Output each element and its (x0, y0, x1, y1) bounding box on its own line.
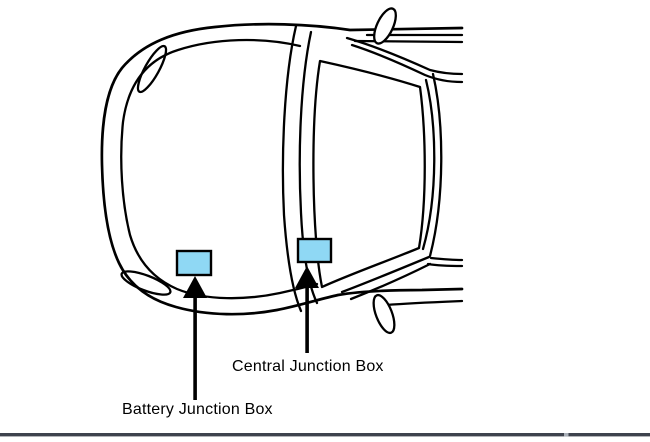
central-arrow-head (295, 266, 319, 288)
battery-arrow-head (183, 276, 207, 298)
central-junction-box-label: Central Junction Box (232, 358, 384, 375)
headlight-right-outline (120, 270, 172, 296)
cowl-line-lower (349, 262, 432, 301)
bottom-divider-handle (564, 433, 569, 437)
roof-front-edge-inner (350, 43, 464, 84)
roof-front-edge-outer (345, 36, 464, 76)
central-junction-box-arrow (295, 266, 319, 353)
car-body-outline (100, 22, 464, 316)
body-side-line-bottom (384, 299, 464, 307)
a-pillar-far-inner-line (421, 78, 436, 251)
battery-junction-box-arrow (183, 276, 207, 400)
bottom-divider (0, 433, 650, 437)
battery-junction-box-label: Battery Junction Box (122, 401, 273, 418)
battery-arrow-shaft (193, 296, 197, 400)
side-mirror-top (373, 7, 397, 45)
roof-rail-bottom-outer (429, 256, 464, 262)
side-mirror-bottom (372, 293, 396, 335)
body-side-line-top-lower (353, 39, 464, 44)
battery-junction-box-marker (175, 249, 213, 277)
roof-rail-bottom-inner (426, 262, 464, 268)
central-junction-box-marker (296, 237, 333, 264)
cowl-line-upper (340, 255, 431, 294)
a-pillar-near-outer-line (281, 24, 303, 313)
central-arrow-shaft (305, 286, 309, 353)
windshield-outline (312, 59, 426, 289)
a-pillar-far-outer-line (428, 72, 443, 258)
headlight-left-outline (136, 44, 168, 94)
hood-seam-line (120, 38, 319, 300)
